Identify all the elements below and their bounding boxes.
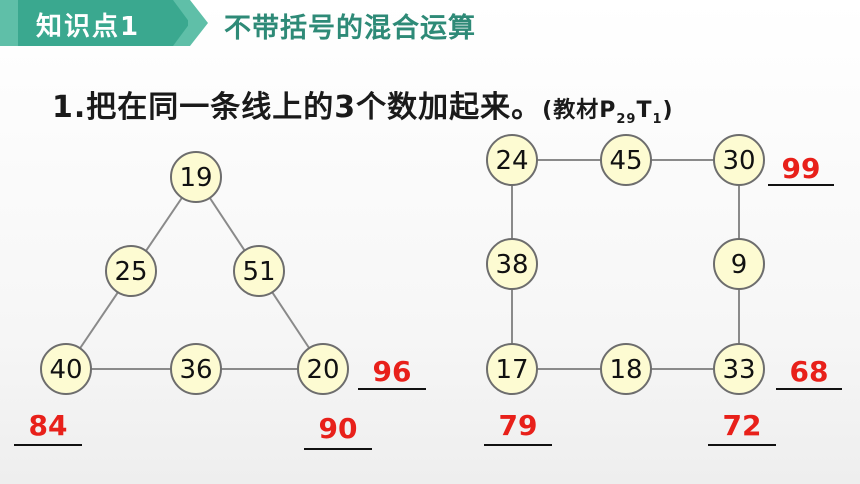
node-value: 19	[179, 163, 212, 193]
source-close: )	[662, 98, 674, 123]
source-open: (教材P	[542, 98, 617, 123]
answer-value: 84	[29, 409, 68, 442]
triangle-node-right-mid: 51	[233, 245, 285, 297]
node-value: 45	[609, 146, 642, 176]
node-value: 9	[731, 250, 748, 280]
square-edges	[511, 159, 740, 370]
source-item: 1	[652, 112, 663, 127]
square-node-left-mid: 38	[486, 238, 538, 290]
square-answer-left: 79	[484, 409, 552, 446]
node-value: 17	[495, 355, 528, 385]
square-node-top-mid: 45	[600, 134, 652, 186]
node-value: 30	[722, 146, 755, 176]
section-title: 不带括号的混合运算	[224, 13, 476, 44]
square-node-bottom-right: 33	[713, 343, 765, 395]
node-value: 36	[179, 355, 212, 385]
node-value: 20	[306, 355, 339, 385]
answer-value: 79	[499, 409, 538, 442]
square-node-bottom-mid: 18	[600, 343, 652, 395]
triangle-node-bottom-mid: 36	[170, 343, 222, 395]
node-value: 33	[722, 355, 755, 385]
node-value: 25	[114, 257, 147, 287]
source-t: T	[636, 98, 653, 123]
textbook-reference: (教材P29T1)	[542, 98, 674, 127]
square-node-top-right: 30	[713, 134, 765, 186]
answer-value: 72	[723, 409, 762, 442]
square-answer-bottom: 68	[776, 355, 842, 390]
header-tab	[18, 0, 188, 46]
square-answer-right: 72	[708, 409, 776, 446]
triangle-node-top: 19	[170, 151, 222, 203]
knowledge-point-tag: 知识点1	[36, 12, 141, 42]
answer-value: 90	[319, 412, 358, 445]
question-text: 1.把在同一条线上的3个数加起来。(教材P29T1)	[52, 82, 674, 127]
triangle-answer-left: 84	[14, 409, 82, 446]
node-value: 18	[609, 355, 642, 385]
triangle-node-bottom-right: 20	[297, 343, 349, 395]
node-value: 51	[242, 257, 275, 287]
node-value: 24	[495, 146, 528, 176]
square-node-bottom-left: 17	[486, 343, 538, 395]
question-prompt: 1.把在同一条线上的3个数加起来。	[52, 90, 543, 125]
node-value: 40	[49, 355, 82, 385]
triangle-answer-bottom: 96	[358, 355, 426, 390]
square-answer-top: 99	[768, 152, 834, 186]
square-node-right-mid: 9	[713, 238, 765, 290]
triangle-node-left-mid: 25	[105, 245, 157, 297]
triangle-node-bottom-left: 40	[40, 343, 92, 395]
square-node-top-left: 24	[486, 134, 538, 186]
triangle-answer-right: 90	[304, 412, 372, 450]
node-value: 38	[495, 250, 528, 280]
answer-value: 99	[782, 152, 821, 185]
answer-value: 96	[373, 355, 412, 388]
source-page: 29	[616, 112, 637, 127]
answer-value: 68	[790, 355, 829, 388]
